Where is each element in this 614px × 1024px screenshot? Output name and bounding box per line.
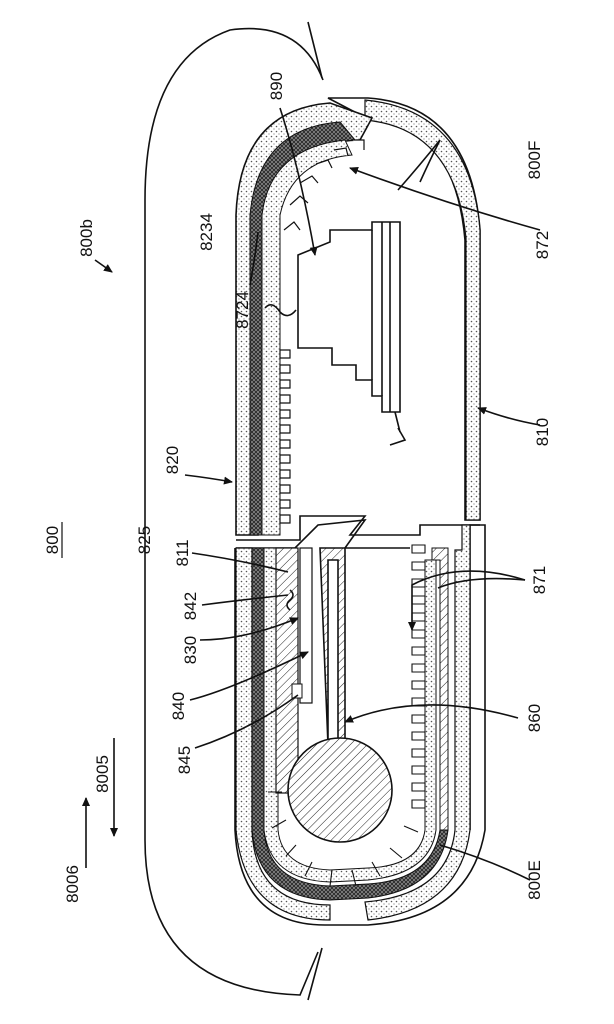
housing-lower-outline (234, 524, 486, 926)
label-800: 800 (43, 526, 62, 554)
label-800F: 800F (525, 141, 544, 180)
housing-lower-right-dots (364, 524, 471, 921)
direction-arrows (82, 738, 118, 868)
spring-842 (286, 589, 294, 611)
label-860: 860 (525, 704, 544, 732)
label-830: 830 (181, 636, 200, 664)
label-811: 811 (173, 539, 192, 566)
outer-arc-top (144, 27, 324, 996)
module-890-inner (371, 222, 391, 412)
plate-840 (275, 547, 299, 794)
tab-845 (291, 683, 303, 699)
cover-820-inner (261, 139, 353, 536)
label-871: 871 (530, 566, 549, 594)
break-line (236, 515, 480, 541)
arm-860 (319, 547, 346, 746)
label-8724: 8724 (233, 291, 252, 329)
module-890 (297, 221, 401, 413)
label-890: 890 (267, 72, 286, 100)
label-825: 825 (135, 526, 154, 554)
rack-lower-teeth (411, 544, 426, 809)
label-8005: 8005 (93, 755, 112, 793)
label-845: 845 (175, 746, 194, 774)
label-8006: 8006 (63, 865, 82, 903)
label-872: 872 (533, 231, 552, 259)
cable-wire (389, 411, 407, 446)
label-842: 842 (181, 592, 200, 620)
arc-tick-top (307, 21, 323, 79)
label-800b: 800b (77, 219, 96, 257)
label-8234: 8234 (197, 213, 216, 251)
leader-lines (94, 107, 541, 881)
plate-830 (299, 547, 313, 704)
rack-upper-teeth (279, 139, 365, 524)
strip-871 (431, 547, 449, 831)
label-820: 820 (163, 446, 182, 474)
label-810: 810 (533, 418, 552, 446)
housing-810-dotted (364, 99, 481, 521)
gear-ring-teeth (268, 791, 419, 887)
labels: 800 800b 8234 8724 890 800F 872 810 820 … (43, 72, 552, 903)
label-840: 840 (169, 692, 188, 720)
label-800E: 800E (525, 860, 544, 900)
gear-860 (287, 737, 393, 843)
arc-tick-bottom (307, 947, 323, 1001)
housing-lower-outer-dots (235, 547, 331, 921)
